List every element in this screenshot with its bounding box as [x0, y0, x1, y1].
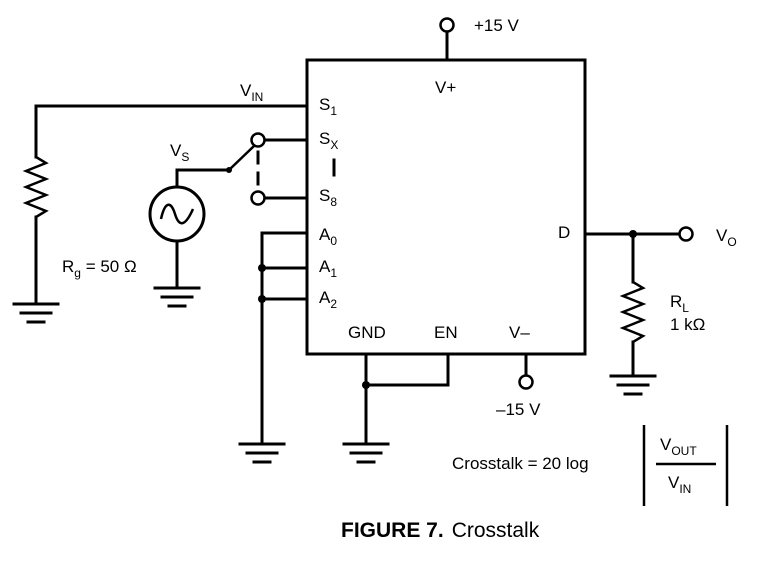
ground-icon — [342, 442, 390, 464]
pin-a1-label: A1 — [319, 257, 337, 280]
vs-source-network: VS — [148, 132, 309, 308]
vo-label: VO — [716, 226, 737, 249]
rg-resistor-icon — [22, 155, 50, 219]
supply-terminal-icon — [439, 17, 455, 33]
pin-s8-label: S8 — [319, 186, 337, 209]
junction-dot-icon — [258, 264, 266, 272]
supply-neg-label: –15 V — [496, 400, 541, 419]
address-ground-network — [238, 231, 309, 464]
pin-vplus-label: V+ — [435, 78, 456, 97]
vin-input-network: VIN Rg = 50 Ω — [12, 81, 309, 324]
s8-switch-terminal-icon — [250, 190, 266, 206]
rg-label: Rg = 50 Ω — [62, 257, 137, 280]
negative-supply: –15 V — [496, 352, 541, 419]
gnd-en-ground-network — [342, 352, 450, 464]
rl-value-label: 1 kΩ — [670, 315, 705, 334]
formula-numerator: VOUT — [660, 435, 697, 458]
output-network: VO RL 1 kΩ — [583, 226, 737, 396]
mux-ic-body — [305, 58, 587, 356]
ground-icon — [609, 374, 657, 396]
pin-s1-label: S1 — [319, 95, 337, 118]
pin-a0-label: A0 — [319, 225, 337, 248]
positive-supply: +15 V — [439, 16, 520, 62]
pin-a2-label: A2 — [319, 288, 337, 311]
pin-vminus-label: V– — [509, 323, 530, 342]
formula-denominator: VIN — [668, 473, 691, 496]
sx-switch-terminal-icon — [250, 132, 266, 148]
vin-label: VIN — [240, 81, 263, 104]
ac-source-icon — [148, 185, 206, 243]
pin-d-label: D — [558, 223, 570, 242]
switch-arm-icon — [228, 145, 255, 171]
supply-pos-label: +15 V — [474, 16, 520, 35]
vs-label: VS — [170, 141, 189, 164]
sine-wave-icon — [159, 203, 195, 225]
ground-icon — [12, 302, 60, 324]
ground-icon — [238, 442, 286, 464]
ground-icon — [153, 286, 201, 308]
rl-label: RL — [670, 292, 689, 315]
supply-terminal-icon — [518, 374, 534, 390]
rl-resistor-icon — [619, 280, 647, 344]
pin-sx-label: SX — [319, 129, 338, 152]
junction-dot-icon — [258, 295, 266, 303]
crosstalk-formula: Crosstalk = 20 log VOUT VIN — [452, 425, 729, 506]
pin-en-label: EN — [434, 323, 458, 342]
figure-caption: FIGURE 7.Crosstalk — [341, 519, 540, 542]
pin-gnd-label: GND — [348, 323, 386, 342]
formula-lhs: Crosstalk = 20 log — [452, 454, 589, 473]
output-terminal-icon — [678, 226, 694, 242]
